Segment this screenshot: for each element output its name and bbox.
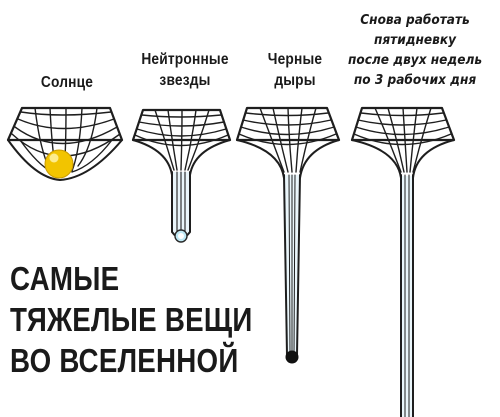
title-line1: САМЫЕ <box>10 260 120 297</box>
label-sun-text: Солнце <box>40 74 94 91</box>
label-black-line1: Черные <box>267 51 323 68</box>
sun-ball <box>44 149 74 179</box>
label-black-holes: Черные дыры <box>248 49 343 91</box>
title-line2: ТЯЖЕЛЫЕ ВЕЩИ <box>10 301 253 338</box>
label-neutron-stars: Нейтронные звезды <box>121 49 250 91</box>
label-neutron-line2: звезды <box>159 72 211 89</box>
label-joke-line1: Снова работать <box>360 12 470 28</box>
neutron-star-dot <box>174 229 188 243</box>
label-joke-line4: по 3 рабочих дня <box>353 72 477 88</box>
label-black-line2: дыры <box>274 72 316 89</box>
neutron-star-spacetime-well <box>131 108 232 239</box>
black-hole-spacetime-well <box>235 106 341 356</box>
black-hole-dot <box>285 350 299 364</box>
label-sun: Солнце <box>21 74 112 92</box>
label-workweek-joke: Снова работать пятидневку после двух нед… <box>339 10 492 90</box>
title-line3: ВО ВСЕЛЕННОЙ <box>10 342 239 379</box>
label-joke-line3: после двух недель <box>347 52 483 68</box>
label-joke-line2: пятидневку <box>373 32 457 48</box>
meme-title: САМЫЕ ТЯЖЕЛЫЕ ВЕЩИ ВО ВСЕЛЕННОЙ <box>10 258 253 381</box>
label-neutron-line1: Нейтронные <box>141 51 229 68</box>
workweek-spacetime-well <box>350 106 456 417</box>
